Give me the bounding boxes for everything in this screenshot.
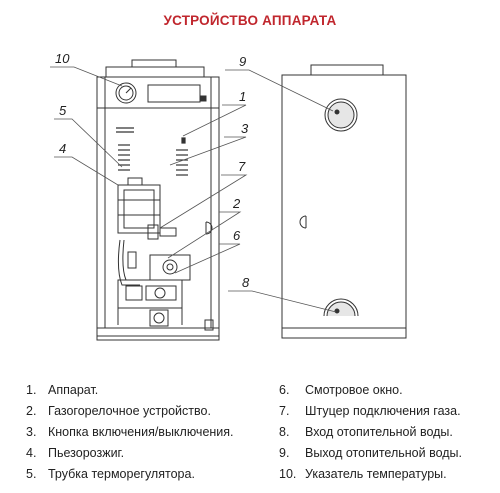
gas-burner-assembly [117, 177, 214, 331]
legend-item: 4. Пьезорозжиг. [26, 443, 234, 464]
callout-9: 9 [239, 54, 246, 69]
legend-number: 6. [279, 383, 290, 397]
legend-text: Аппарат. [48, 383, 99, 397]
callout-3: 3 [241, 121, 249, 136]
legend-number: 4. [26, 446, 37, 460]
legend-text: Смотровое окно. [305, 383, 403, 397]
callout-labels: 10 5 4 1 3 7 2 6 9 8 [55, 51, 250, 290]
legend-item: 9. Выход отопительной воды. [279, 443, 462, 464]
temperature-gauge-icon [115, 82, 137, 104]
callout-5: 5 [59, 103, 67, 118]
legend-text: Кнопка включения/выключения. [48, 425, 234, 439]
legend-number: 8. [279, 425, 290, 439]
legend-text: Газогорелочное устройство. [48, 404, 211, 418]
legend-item: 10. Указатель температуры. [279, 464, 462, 485]
callout-2: 2 [232, 196, 241, 211]
legend-number: 9. [279, 446, 290, 460]
water-inlet-pipe [323, 298, 359, 317]
legend-item: 8. Вход отопительной воды. [279, 422, 462, 443]
legend-text: Выход отопительной воды. [305, 446, 463, 460]
callout-6: 6 [233, 228, 241, 243]
legend-text: Штуцер подключения газа. [305, 404, 461, 418]
legend-item: 7. Штуцер подключения газа. [279, 401, 462, 422]
legend-text: Трубка терморегулятора. [48, 467, 195, 481]
boiler-front-view [96, 59, 220, 341]
legend-item: 2. Газогорелочное устройство. [26, 401, 234, 422]
legend-text: Вход отопительной воды. [305, 425, 453, 439]
boiler-diagram: 10 5 4 1 3 7 2 6 9 8 [50, 51, 407, 341]
leader-lines [50, 66, 337, 313]
boiler-back-view [281, 64, 407, 339]
legend-item: 6. Смотровое окно. [279, 380, 462, 401]
legend-text: Пьезорозжиг. [48, 446, 125, 460]
callout-10: 10 [55, 51, 70, 66]
water-outlet-pipe [324, 98, 358, 132]
legend-number: 7. [279, 404, 290, 418]
heat-exchanger-grille [116, 127, 188, 176]
legend-number: 1. [26, 383, 37, 397]
legend-item: 5. Трубка терморегулятора. [26, 464, 234, 485]
legend-number: 2. [26, 404, 37, 418]
legend-text: Указатель температуры. [305, 467, 447, 481]
back-side-port [299, 215, 307, 229]
callout-8: 8 [242, 275, 250, 290]
inspection-window [149, 254, 191, 281]
callout-7: 7 [238, 159, 246, 174]
legend-number: 5. [26, 467, 37, 481]
legend-number: 3. [26, 425, 37, 439]
legend-left: 1.Аппарат. 2.Газогорелочное устройство. … [26, 380, 234, 485]
callout-4: 4 [59, 141, 66, 156]
legend-item: 1. Аппарат. [26, 380, 234, 401]
legend-number: 10. [279, 467, 297, 481]
legend-item: 3. Кнопка включения/выключения. [26, 422, 234, 443]
callout-1: 1 [239, 89, 246, 104]
legend-right: 6. Смотровое окно. 7. Штуцер подключения г… [279, 380, 462, 485]
diagram-title: УСТРОЙСТВО АППАРАТА [163, 13, 337, 28]
